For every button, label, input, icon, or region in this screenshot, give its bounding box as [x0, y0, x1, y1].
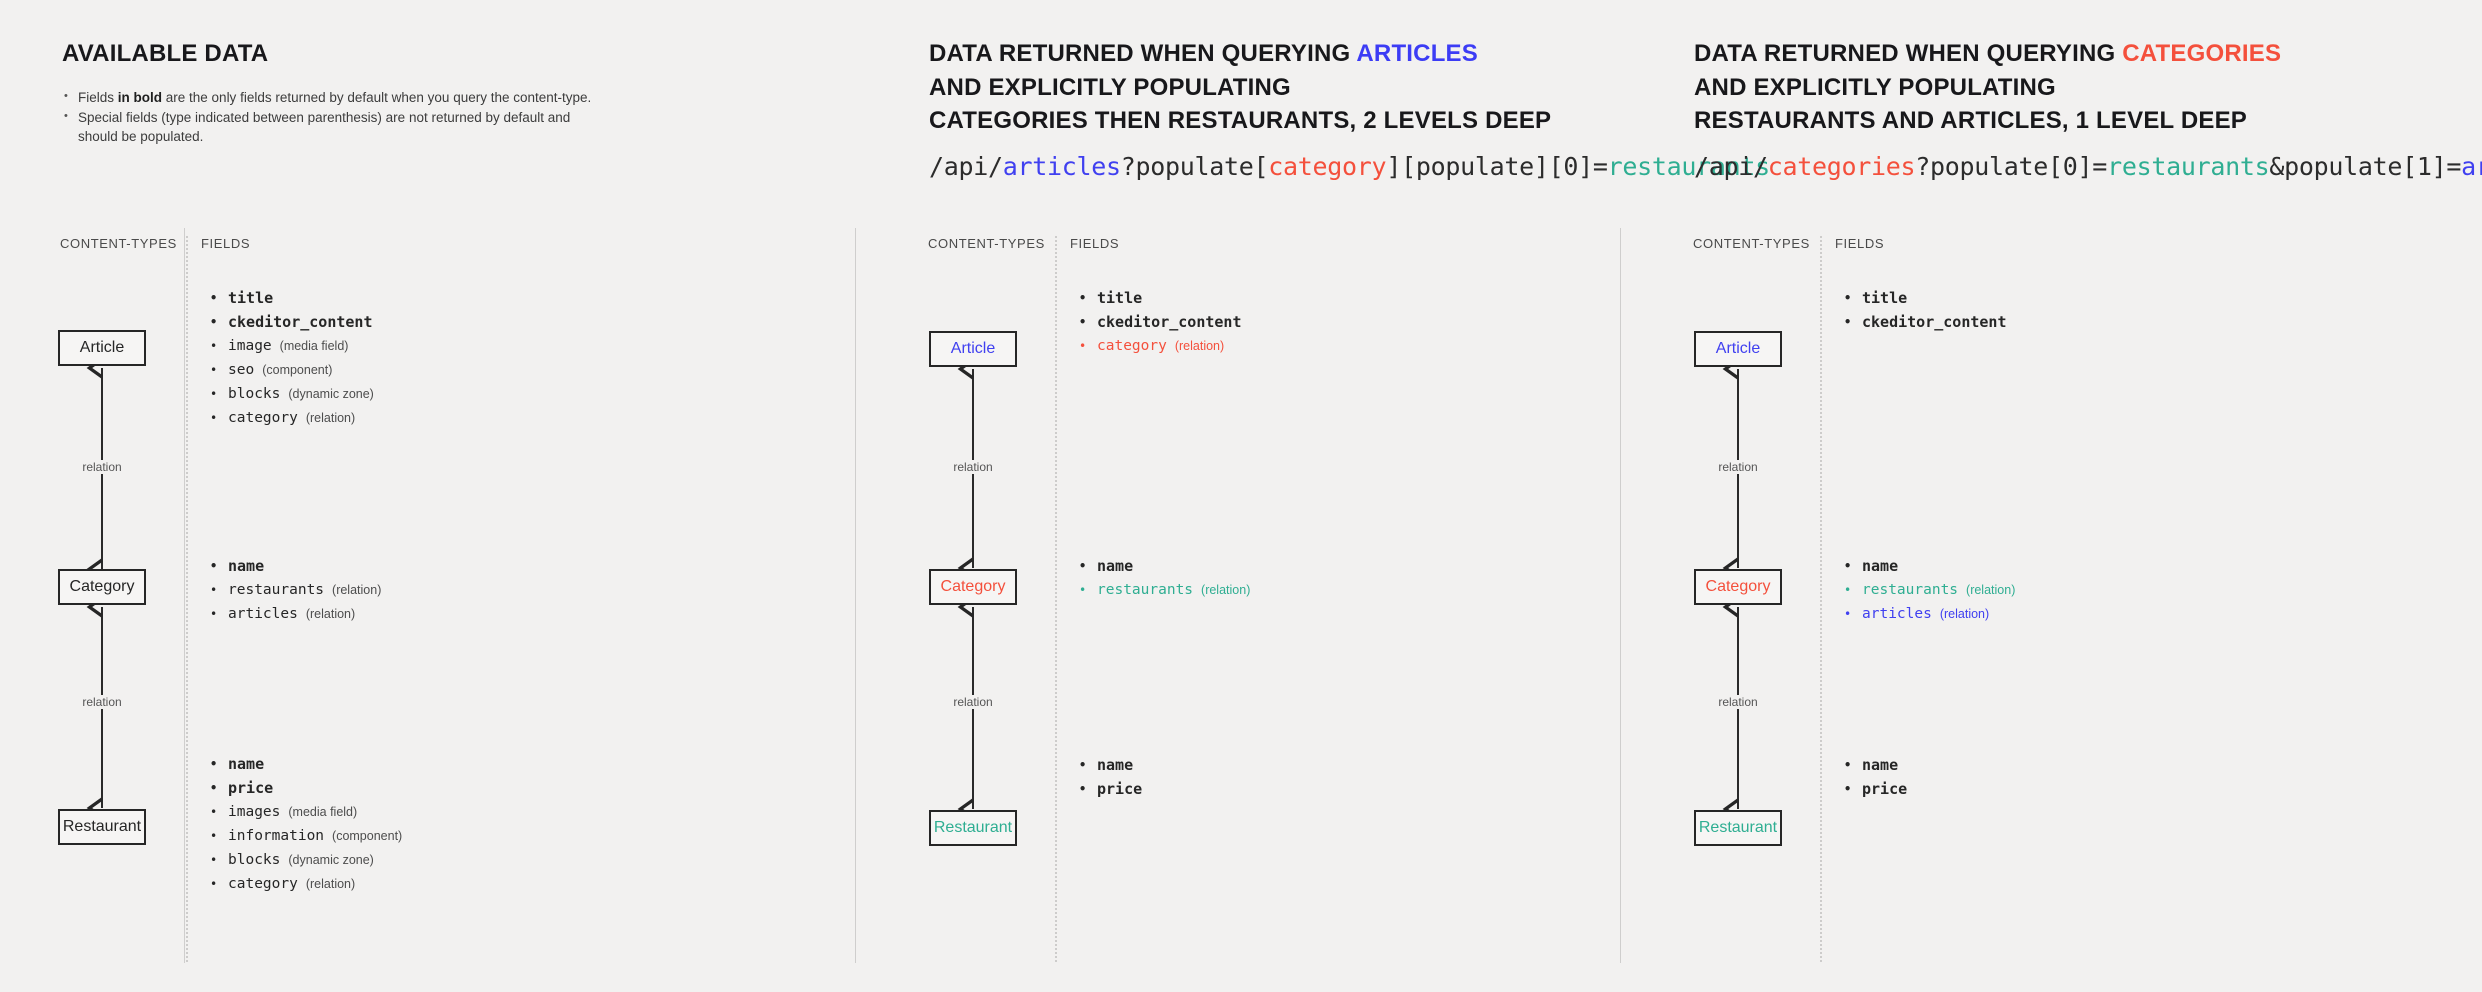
panel1-title: AVAILABLE DATA — [62, 40, 269, 67]
field-item: restaurants(relation) — [208, 582, 381, 598]
panel2-title-line2: AND EXPLICITLY POPULATING — [929, 74, 1291, 101]
note-item-1: Fields in bold are the only fields retur… — [62, 87, 602, 107]
panel2-title-line1: DATA RETURNED WHEN QUERYING ARTICLES — [929, 40, 1478, 67]
fields-article: title ckeditor_content image(media field… — [208, 290, 374, 434]
panel3-content-types-header: CONTENT-TYPES — [1693, 236, 1810, 251]
field-item: blocks(dynamic zone) — [208, 386, 374, 402]
field-item: name — [1842, 757, 1907, 773]
panel3-title-line3: RESTAURANTS AND ARTICLES, 1 LEVEL DEEP — [1694, 107, 2247, 134]
panel1-notes: Fields in bold are the only fields retur… — [62, 87, 602, 147]
panel-available-data: AVAILABLE DATA Fields in bold are the on… — [0, 0, 855, 992]
field-item: articles(relation) — [208, 606, 381, 622]
panel3-api-url: /api/categories?populate[0]=restaurants&… — [1694, 152, 2482, 181]
fields-article: title ckeditor_content — [1842, 290, 2007, 338]
field-item: category(relation) — [1077, 338, 1242, 354]
field-item: name — [208, 558, 381, 574]
field-item: restaurants(relation) — [1842, 582, 2015, 598]
content-type-box-category[interactable]: Category — [1694, 569, 1782, 605]
panel-separator-1 — [184, 228, 185, 963]
field-item: images(media field) — [208, 804, 402, 820]
panel2-title-line3: CATEGORIES THEN RESTAURANTS, 2 LEVELS DE… — [929, 107, 1552, 134]
field-item: name — [1077, 757, 1142, 773]
fields-restaurant: name price — [1842, 757, 1907, 805]
field-item: image(media field) — [208, 338, 374, 354]
fields-restaurant: name price images(media field) informati… — [208, 756, 402, 900]
relation-label-2: relation — [79, 695, 125, 709]
field-item: restaurants(relation) — [1077, 582, 1250, 598]
panel1-fields-header: FIELDS — [201, 236, 251, 251]
field-item: seo(component) — [208, 362, 374, 378]
content-type-box-article[interactable]: Article — [58, 330, 146, 366]
field-item: ckeditor_content — [208, 314, 374, 330]
panel1-content-types-header: CONTENT-TYPES — [60, 236, 177, 251]
field-item: blocks(dynamic zone) — [208, 852, 402, 868]
fields-category: name restaurants(relation) articles(rela… — [1842, 558, 2015, 630]
panel-query-articles: DATA RETURNED WHEN QUERYING ARTICLES AND… — [855, 0, 1770, 992]
field-item: price — [208, 780, 402, 796]
content-type-box-restaurant[interactable]: Restaurant — [929, 810, 1017, 846]
panel3-fields-header: FIELDS — [1835, 236, 1885, 251]
panel2-content-types-header: CONTENT-TYPES — [928, 236, 1045, 251]
panel2-fields-header: FIELDS — [1070, 236, 1120, 251]
field-item: ckeditor_content — [1077, 314, 1242, 330]
note-item-2: Special fields (type indicated between p… — [62, 107, 602, 146]
fields-category: name restaurants(relation) — [1077, 558, 1250, 606]
field-item: price — [1077, 781, 1142, 797]
content-type-box-article[interactable]: Article — [1694, 331, 1782, 367]
content-type-box-article[interactable]: Article — [929, 331, 1017, 367]
field-item: information(component) — [208, 828, 402, 844]
fields-article: title ckeditor_content category(relation… — [1077, 290, 1242, 362]
field-item: category(relation) — [208, 410, 374, 426]
content-type-box-restaurant[interactable]: Restaurant — [1694, 810, 1782, 846]
fields-category: name restaurants(relation) articles(rela… — [208, 558, 381, 630]
fields-restaurant: name price — [1077, 757, 1142, 805]
field-item: title — [1842, 290, 2007, 306]
panel-query-categories: DATA RETURNED WHEN QUERYING CATEGORIES A… — [1620, 0, 2482, 992]
field-item: title — [208, 290, 374, 306]
field-item: category(relation) — [208, 876, 402, 892]
panel1-dotted-divider — [186, 236, 188, 962]
relation-label-2: relation — [950, 695, 996, 709]
relation-label-1: relation — [950, 460, 996, 474]
panel2-dotted-divider — [1055, 236, 1057, 962]
field-item: title — [1077, 290, 1242, 306]
content-type-box-category[interactable]: Category — [58, 569, 146, 605]
panel2-api-url: /api/articles?populate[category][populat… — [929, 152, 1770, 181]
panel3-title-line1: DATA RETURNED WHEN QUERYING CATEGORIES — [1694, 40, 2282, 67]
relation-label-1: relation — [1715, 460, 1761, 474]
field-item: name — [1077, 558, 1250, 574]
relation-label-2: relation — [1715, 695, 1761, 709]
relation-label-1: relation — [79, 460, 125, 474]
field-item: name — [208, 756, 402, 772]
panel-separator-2 — [855, 228, 856, 963]
content-type-box-category[interactable]: Category — [929, 569, 1017, 605]
panel3-title-line2: AND EXPLICITLY POPULATING — [1694, 74, 2056, 101]
field-item: ckeditor_content — [1842, 314, 2007, 330]
field-item: price — [1842, 781, 1907, 797]
field-item: name — [1842, 558, 2015, 574]
content-type-box-restaurant[interactable]: Restaurant — [58, 809, 146, 845]
panel3-dotted-divider — [1820, 236, 1822, 962]
panel-separator-3 — [1620, 228, 1621, 963]
field-item: articles(relation) — [1842, 606, 2015, 622]
